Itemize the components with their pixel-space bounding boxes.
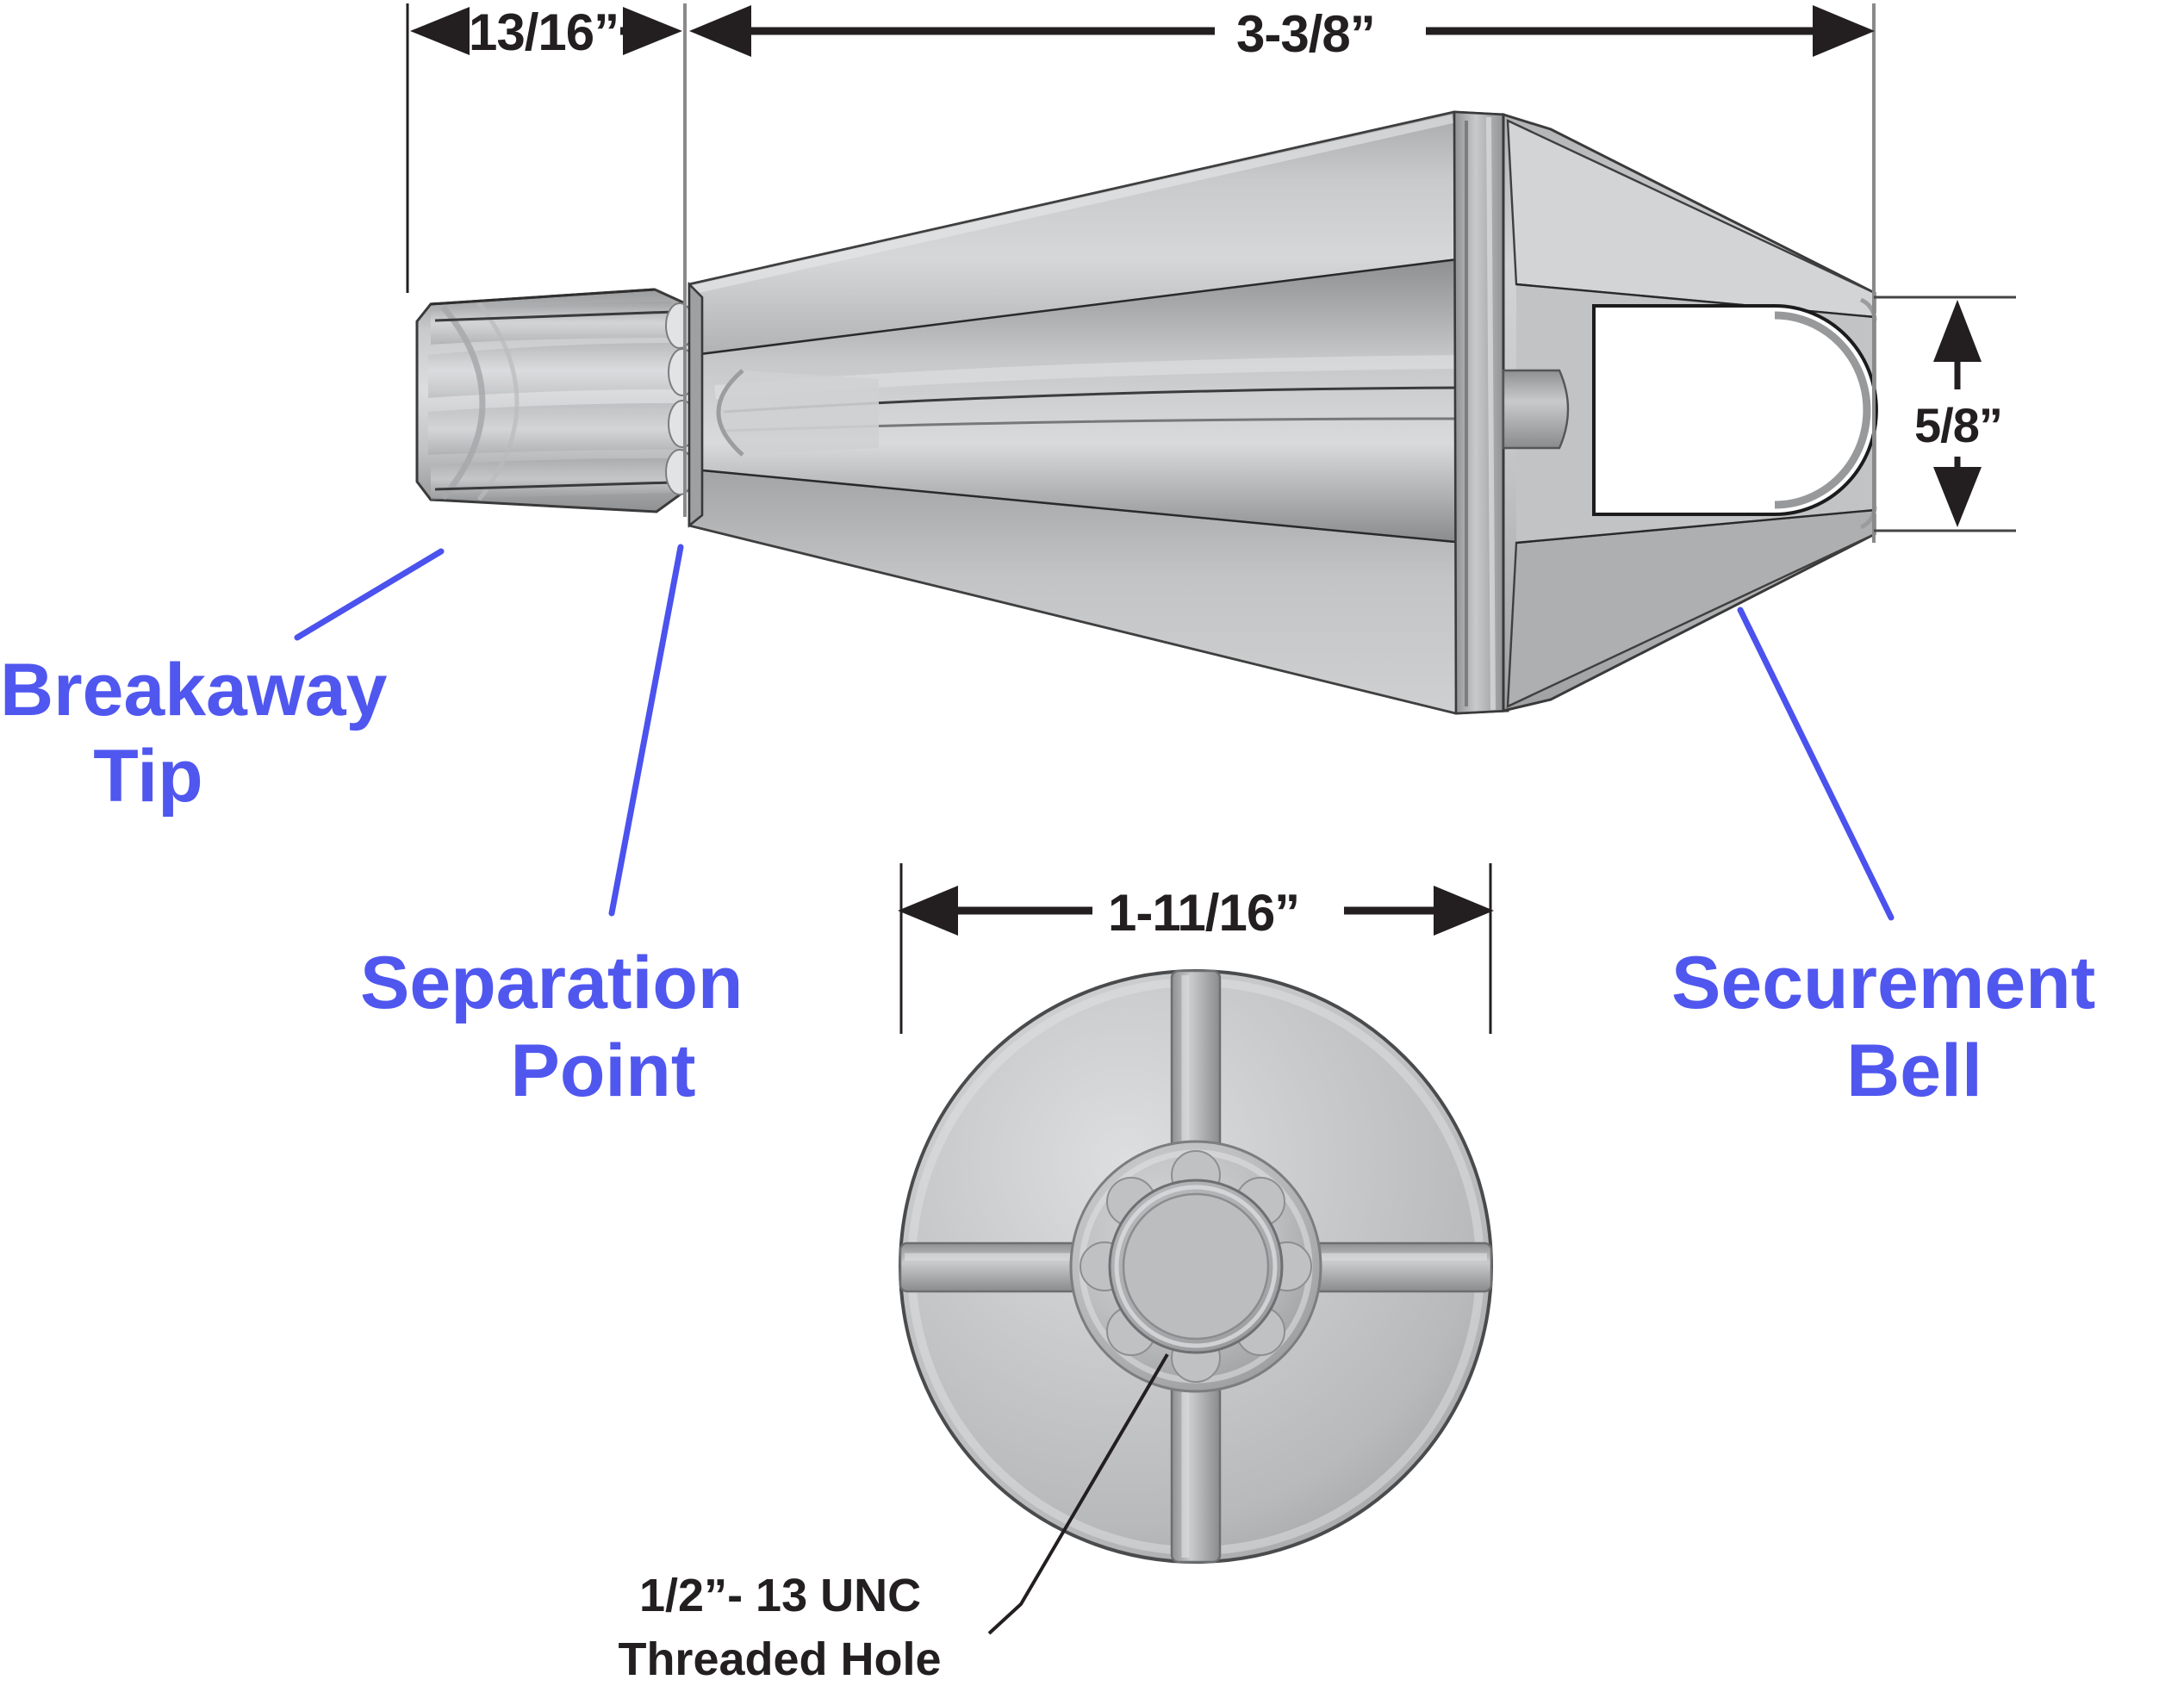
leader-securement-bell [1737, 607, 1895, 921]
dimension-label-bell-height: 5/8” [1914, 398, 2002, 452]
callout-separation-point-line2: Point [511, 1030, 696, 1112]
callout-breakaway-tip: Breakaway Tip [0, 649, 388, 818]
securement-bell-geometry [1502, 112, 1878, 712]
note-threaded-hole: 1/2”- 13 UNC Threaded Hole [618, 1570, 941, 1685]
callout-breakaway-tip-line2: Tip [93, 735, 202, 818]
leader-breakaway-tip [294, 548, 445, 641]
callout-separation-point: Separation Point [360, 942, 743, 1112]
threaded-hole-geometry [1080, 1150, 1312, 1383]
callout-securement-bell-line1: Securement [1671, 942, 2095, 1024]
dimension-tip-length: 13/16” [410, 3, 682, 61]
callout-breakaway-tip-line1: Breakaway [0, 649, 388, 731]
callout-securement-bell: Securement Bell [1671, 942, 2095, 1112]
dimension-body-length: 3-3/8” [689, 5, 1875, 63]
dimension-disc-diameter: 1-11/16” [898, 863, 1494, 1034]
leader-threaded-hole [987, 1353, 1169, 1635]
dimension-label-disc-diameter: 1-11/16” [1108, 884, 1299, 942]
breakaway-tip-geometry [415, 288, 697, 513]
dimension-bell-height: 5/8” [1914, 300, 2003, 527]
note-threaded-hole-line1: 1/2”- 13 UNC [639, 1570, 921, 1621]
callout-separation-point-line1: Separation [360, 942, 743, 1024]
dimension-label-body-length: 3-3/8” [1236, 5, 1375, 63]
end-view-disc-geometry [899, 969, 1493, 1564]
callout-securement-bell-line2: Bell [1846, 1030, 1982, 1112]
note-threaded-hole-line2: Threaded Hole [618, 1633, 941, 1685]
leader-separation-point [608, 544, 684, 917]
cone-body-geometry [688, 110, 1509, 715]
dimension-label-tip-length: 13/16” [469, 3, 619, 61]
